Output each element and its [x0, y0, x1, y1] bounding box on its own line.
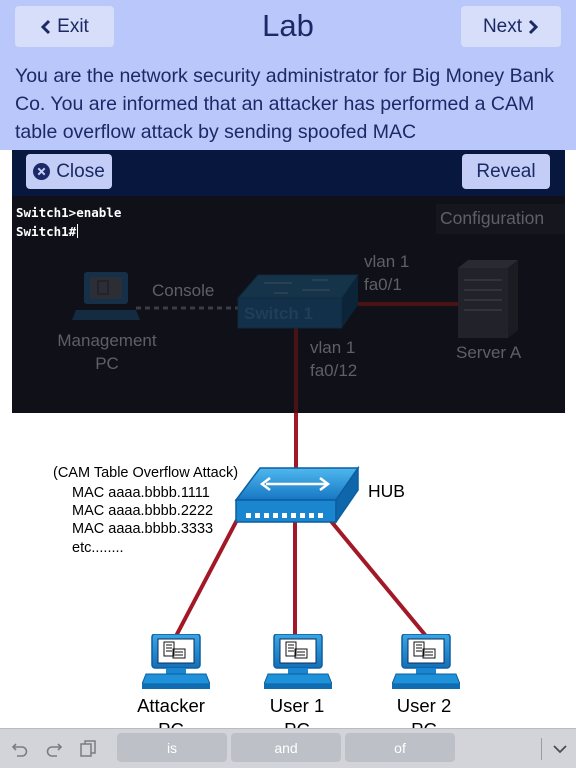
exit-button-label: Exit — [57, 15, 89, 37]
terminal-prompt: Switch1# — [16, 224, 77, 239]
switch-server-port-label: fa0/1 — [364, 275, 402, 294]
dimmed-server-icon — [458, 260, 518, 338]
close-circle-icon — [33, 163, 51, 180]
attack-mac-2: MAC aaaa.bbbb.2222 — [72, 503, 214, 519]
switch-hub-vlan-label: vlan 1 — [310, 338, 356, 357]
close-button[interactable]: Close — [26, 154, 112, 189]
hub-attacker-link — [174, 519, 239, 637]
attack-mac-3: MAC aaaa.bbbb.3333 — [72, 521, 214, 537]
terminal-line: Switch1>enable — [16, 205, 122, 220]
top-nav-bar: Exit Lab Next — [0, 0, 576, 56]
switch-hub-port-label: fa0/12 — [310, 361, 358, 380]
chevron-right-icon — [528, 19, 539, 34]
hub-label: HUB — [368, 481, 405, 501]
instructions-panel: You are the network security administrat… — [0, 56, 576, 150]
configuration-tab-label: Configuration — [440, 208, 545, 228]
management-pc-label-line2: PC — [95, 354, 119, 373]
server-label: Server A — [456, 343, 522, 362]
dimmed-configuration-tab — [436, 204, 565, 234]
terminal-output[interactable]: Switch1>enable Switch1# — [16, 203, 121, 241]
switch-icon — [236, 274, 359, 299]
text-cursor — [77, 224, 79, 238]
reveal-button-label: Reveal — [476, 160, 536, 182]
management-pc-label: Management PC — [48, 329, 166, 375]
hub-icon[interactable] — [234, 465, 360, 525]
page-title: Lab — [262, 8, 314, 43]
redo-icon[interactable] — [44, 738, 64, 758]
user1-pc-label-line1: User 1 — [269, 695, 325, 716]
exit-button[interactable]: Exit — [15, 6, 114, 47]
chevron-down-icon[interactable] — [550, 738, 570, 758]
attack-mac-etc: etc........ — [72, 540, 124, 556]
attacker-pc-label-line1: Attacker — [137, 695, 205, 716]
chevron-left-icon — [41, 19, 51, 34]
instructions-text: You are the network security administrat… — [15, 65, 555, 143]
undo-icon[interactable] — [10, 738, 30, 758]
dimmed-management-pc-icon — [72, 272, 140, 320]
terminal-panel[interactable]: Configuration Console Switch 1 vlan 1 fa… — [12, 148, 565, 413]
suggestion-is[interactable]: is — [117, 733, 227, 762]
hub-user2-link — [328, 518, 428, 638]
terminal-prompt-line[interactable]: Switch1# — [16, 222, 121, 241]
console-label: Console — [152, 281, 215, 300]
switch-label: Switch 1 — [244, 304, 313, 323]
reveal-button[interactable]: Reveal — [462, 154, 550, 189]
switch-server-vlan-label: vlan 1 — [364, 252, 410, 271]
dimmed-network-diagram — [72, 204, 565, 413]
management-pc-label-line1: Management — [57, 331, 157, 350]
next-button[interactable]: Next — [461, 6, 561, 47]
close-button-label: Close — [56, 160, 105, 182]
attacker-pc-icon[interactable] — [142, 634, 210, 690]
clipboard-icon[interactable] — [78, 738, 98, 758]
attack-mac-1: MAC aaaa.bbbb.1111 — [72, 485, 210, 501]
keyboard-divider — [541, 738, 542, 760]
terminal-toolbar: Close Reveal — [12, 148, 565, 196]
user2-pc-icon[interactable] — [392, 634, 460, 690]
suggestion-of[interactable]: of — [345, 733, 455, 762]
user1-pc-icon[interactable] — [264, 634, 332, 690]
user2-pc-label-line1: User 2 — [396, 695, 452, 716]
suggestion-and[interactable]: and — [231, 733, 341, 762]
next-button-label: Next — [482, 15, 523, 37]
attack-title: (CAM Table Overflow Attack) — [53, 465, 239, 481]
